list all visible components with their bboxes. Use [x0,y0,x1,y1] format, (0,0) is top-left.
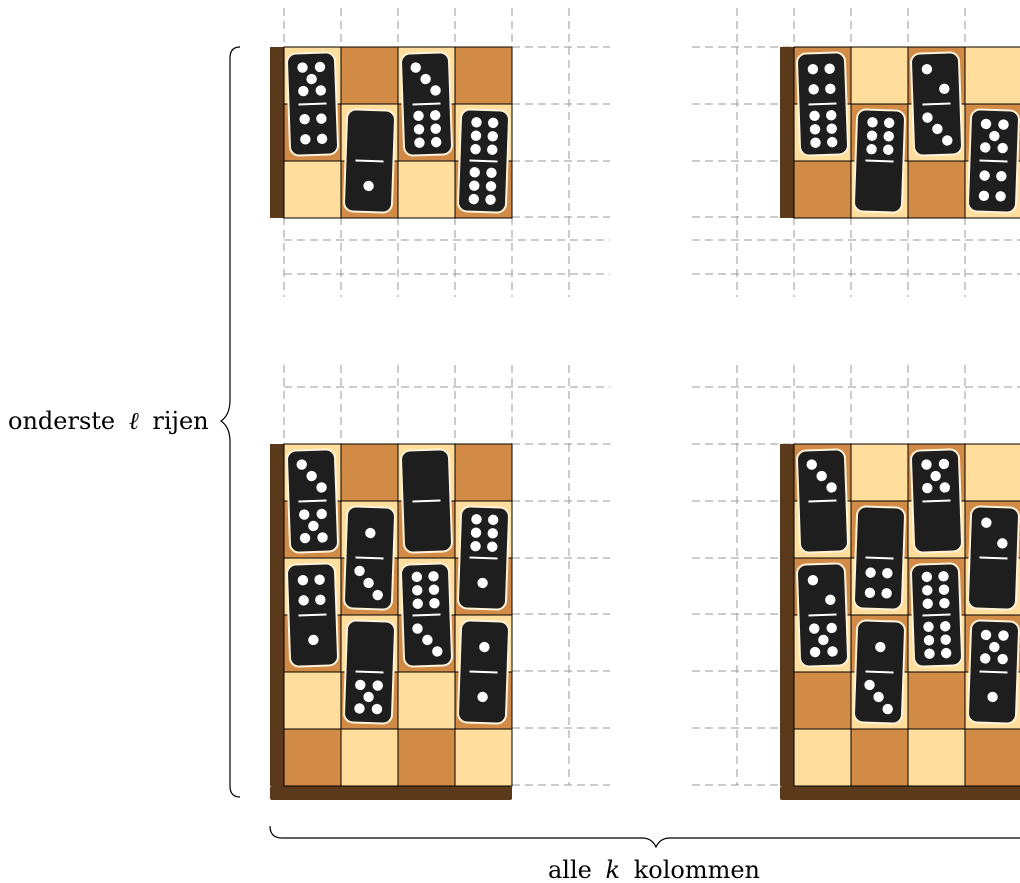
bottom-label: alle k kolommen [548,856,760,883]
board-square [284,729,341,786]
board-frame-left [780,47,794,218]
board-square [965,47,1020,104]
domino-divider [413,615,441,616]
board-square [341,729,398,786]
left-brace [221,47,240,797]
domino-divider [809,501,837,502]
domino [343,505,397,611]
domino [853,108,907,214]
board-frame-left [270,444,284,786]
left-label: onderste ℓ rijen [8,407,209,435]
domino-divider [470,161,498,162]
board-frame-left [270,47,284,218]
bottom-label-symbol: k [606,856,621,883]
board-square [455,47,512,104]
board-square [398,161,455,218]
domino [343,619,397,725]
domino-divider [299,501,327,502]
domino [286,51,340,157]
domino [967,619,1020,725]
domino-divider [299,615,327,616]
board-square [965,729,1020,786]
domino-divider [923,104,951,105]
domino-divider [866,558,894,559]
domino-divider [923,501,951,502]
left-label-suffix: rijen [152,407,208,435]
domino-divider [470,672,498,673]
board-square [284,672,341,729]
domino [286,562,340,668]
domino-divider [356,672,384,673]
domino [457,505,511,611]
board-square [851,47,908,104]
domino-divider [356,558,384,559]
board-top-right [780,47,1020,218]
domino-divider [809,615,837,616]
board-bottom-right [780,444,1020,800]
domino [796,562,850,668]
bottom-label-suffix: kolommen [634,856,760,883]
board-square [908,672,965,729]
board-square [455,729,512,786]
domino-divider [356,161,384,162]
domino-divider [980,672,1008,673]
board-square [851,444,908,501]
board-square [965,444,1020,501]
domino [400,448,454,554]
board-top-left [270,47,512,218]
board-square [794,672,851,729]
domino-divider [923,615,951,616]
domino [910,448,964,554]
domino [967,108,1020,214]
domino [853,619,907,725]
domino [457,619,511,725]
domino [967,505,1020,611]
bottom-brace [270,826,1020,847]
board-frame-bottom [780,786,1020,800]
domino-divider [413,501,441,502]
board-square [794,161,851,218]
left-label-symbol: ℓ [129,407,139,435]
domino [910,51,964,157]
domino-divider [866,161,894,162]
board-square [341,47,398,104]
domino [910,562,964,668]
domino-divider [866,672,894,673]
board-bottom-left [270,444,512,800]
domino [796,51,850,157]
domino-divider [980,161,1008,162]
board-square [398,729,455,786]
domino [400,51,454,157]
domino [796,448,850,554]
domino [343,108,397,214]
left-label-prefix: onderste [8,407,115,435]
domino-divider [413,104,441,105]
domino-divider [809,104,837,105]
board-square [398,672,455,729]
board-square [908,729,965,786]
domino [853,505,907,611]
domino-divider [299,104,327,105]
board-frame-left [780,444,794,786]
domino-divider [470,558,498,559]
bottom-label-prefix: alle [548,856,592,883]
domino-divider [980,558,1008,559]
board-square [455,444,512,501]
board-square [284,161,341,218]
domino [457,108,511,214]
board-frame-bottom [270,786,512,800]
domino [400,562,454,668]
board-square [794,729,851,786]
board-square [851,729,908,786]
board-square [341,444,398,501]
board-square [908,161,965,218]
domino [286,448,340,554]
